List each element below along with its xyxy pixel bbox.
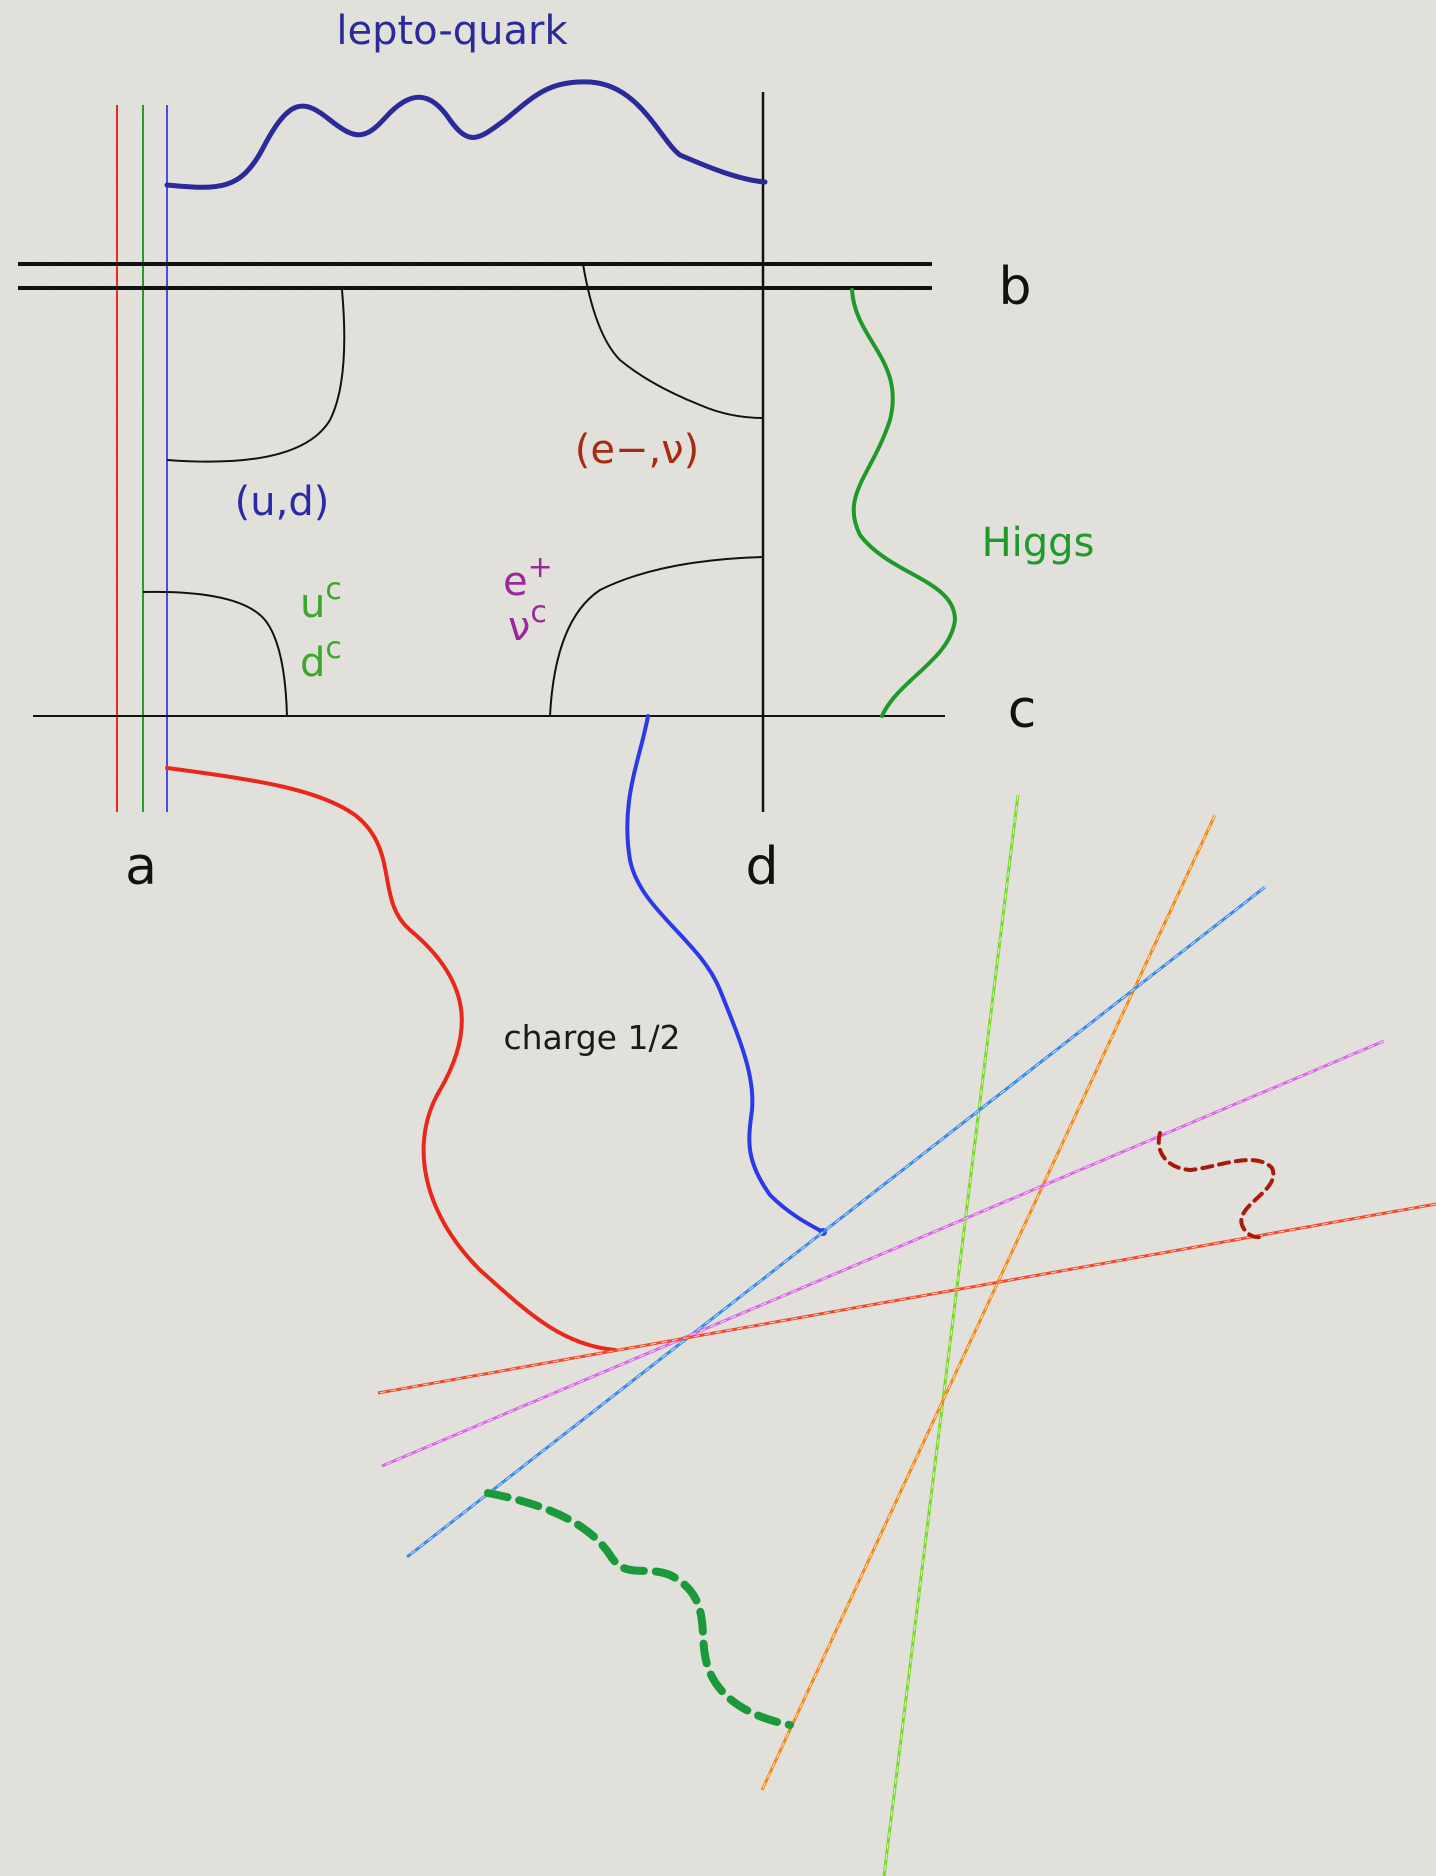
curve-ab-corner (166, 289, 346, 463)
stack-a-wires (116, 105, 168, 812)
label-lepto-quark: lepto-quark (336, 8, 568, 54)
label-charge: charge 1/2 (503, 1018, 680, 1057)
blue-string (625, 714, 825, 1234)
label-uc-base: u (300, 581, 325, 627)
dashed-line-orange (760, 814, 1217, 1791)
lepto-quark-wave (164, 79, 768, 190)
dashed-line-green (882, 794, 1020, 1876)
curve-cd-corner (549, 556, 764, 717)
label-b: b (998, 257, 1031, 317)
label-e-plus-base: e (503, 559, 528, 605)
label-d: d (745, 837, 778, 897)
label-dc: dc (300, 631, 342, 686)
label-nu-c-base: ν (508, 604, 530, 650)
label-nu-c: νc (508, 595, 547, 650)
higgs-wave (850, 288, 958, 718)
label-e-plus: e+ (503, 550, 553, 605)
dark-red-dashed-wave (1156, 1131, 1276, 1240)
label-ud: (u,d) (235, 479, 330, 525)
label-uc: uc (300, 572, 342, 627)
label-c: c (1008, 680, 1037, 740)
curve-ac-corner (142, 590, 288, 717)
label-uc-sup: c (325, 572, 342, 607)
label-e-nu: (e−,ν) (575, 427, 699, 473)
green-dashed-wave (484, 1489, 794, 1729)
dashed-line-red (377, 1202, 1436, 1395)
dashed-line-blue (406, 885, 1266, 1559)
label-nu-c-sup: c (530, 595, 547, 630)
curve-bd-corner (582, 263, 764, 419)
label-higgs: Higgs (982, 520, 1095, 566)
red-string (165, 766, 617, 1352)
label-dc-sup: c (325, 631, 342, 666)
label-a: a (125, 837, 157, 897)
dashed-line-pink (381, 1039, 1385, 1468)
label-dc-base: d (300, 640, 325, 686)
label-e-plus-sup: + (528, 550, 553, 585)
stack-b-lines (18, 262, 932, 290)
